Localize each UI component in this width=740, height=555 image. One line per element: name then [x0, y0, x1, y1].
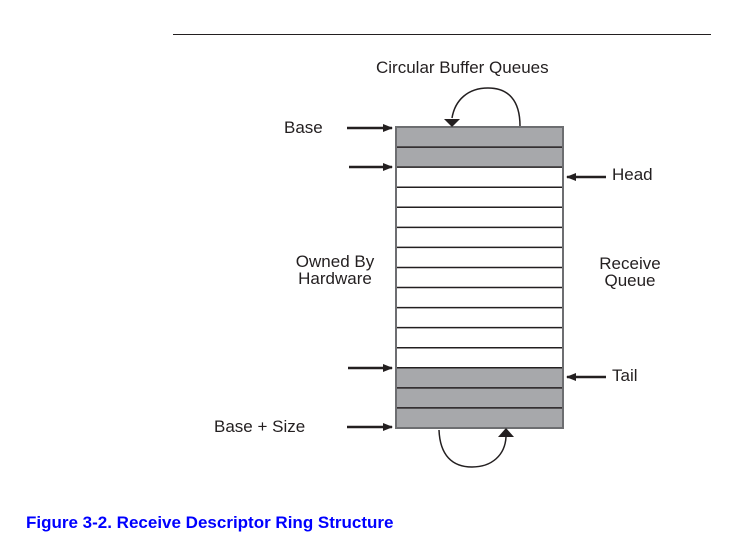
- tail-label: Tail: [612, 366, 638, 385]
- receive-queue-line-1: Receive: [599, 254, 661, 273]
- base-plus-size-label: Base + Size: [214, 417, 306, 436]
- head-label: Head: [612, 165, 653, 184]
- bottom-loop-arrow: [438, 429, 507, 468]
- ring-row-8: [396, 287, 563, 308]
- figure-caption: Figure 3-2. Receive Descriptor Ring Stru…: [26, 513, 394, 532]
- receive-queue-line-2: Queue: [604, 271, 656, 290]
- ring-row-13: [396, 387, 563, 408]
- top-loop-arrow: [451, 87, 521, 127]
- ring-row-6: [396, 247, 563, 268]
- bottom-loop-arrowhead: [498, 428, 514, 437]
- ring-row-11: [396, 347, 563, 368]
- owned-by-hardware-label: Owned By Hardware: [281, 253, 389, 287]
- diagram-title: Circular Buffer Queues: [376, 58, 549, 77]
- top-rule: [173, 34, 711, 35]
- ring-row-0: [396, 127, 563, 148]
- ring-row-1: [396, 147, 563, 168]
- ring-row-7: [396, 267, 563, 288]
- ring-row-4: [396, 207, 563, 228]
- ring-row-9: [396, 307, 563, 328]
- ring-row-2: [396, 167, 563, 188]
- owned-by-hardware-line-1: Owned By: [295, 252, 375, 271]
- ring-rows: [396, 127, 563, 428]
- top-loop-arrowhead: [444, 119, 460, 127]
- ring-row-10: [396, 327, 563, 348]
- owned-by-hardware-line-2: Hardware: [298, 269, 372, 288]
- ring-outline: [395, 126, 564, 429]
- ring-row-14: [396, 407, 563, 428]
- ring-row-3: [396, 187, 563, 208]
- ring-row-12: [396, 367, 563, 388]
- ring-row-5: [396, 227, 563, 248]
- receive-queue-label: Receive Queue: [582, 255, 678, 289]
- base-label: Base: [284, 118, 323, 137]
